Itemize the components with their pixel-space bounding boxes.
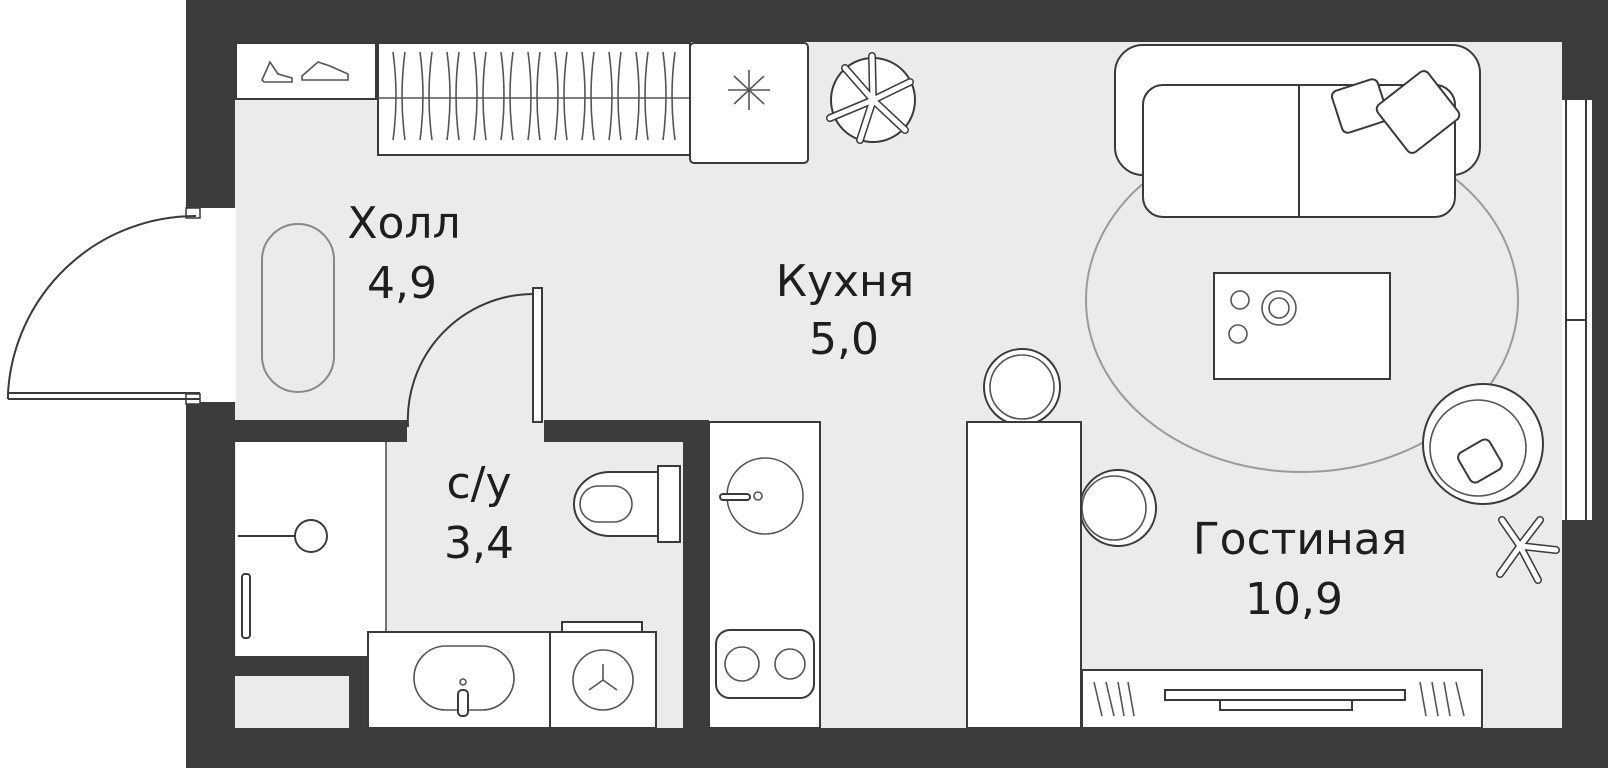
- washing-machine: [549, 621, 657, 729]
- room-name-hall: Холл: [347, 198, 460, 249]
- kitchen-counter: [708, 421, 821, 729]
- shoe-rack: [235, 42, 377, 100]
- dining-table: [966, 348, 1157, 729]
- entrance-door: [7, 207, 236, 405]
- shower: [236, 442, 387, 656]
- bathroom-door: [406, 287, 543, 428]
- armchair: [1422, 383, 1544, 505]
- room-name-bathroom: с/у: [446, 458, 511, 509]
- plant-top: [826, 52, 916, 144]
- sofa: [1114, 44, 1481, 218]
- plant-living: [1496, 516, 1560, 584]
- coffee-table: [1213, 272, 1391, 380]
- room-area-hall: 4,9: [367, 258, 437, 309]
- interior-walls: [235, 420, 709, 728]
- label-hall: Холл 4,9: [347, 198, 460, 309]
- label-living: Гостиная 10,9: [1193, 514, 1407, 625]
- bathroom-sink: [367, 631, 551, 729]
- room-name-kitchen: Кухня: [776, 256, 915, 307]
- window-right: [1562, 100, 1592, 520]
- wardrobe: [377, 42, 691, 156]
- label-bathroom: с/у 3,4: [444, 458, 514, 569]
- room-area-living: 10,9: [1245, 574, 1343, 625]
- toilet: [573, 465, 681, 543]
- boiler-unit: [689, 42, 809, 164]
- tv-stand: [1081, 669, 1483, 729]
- label-kitchen: Кухня 5,0: [776, 256, 915, 365]
- room-area-kitchen: 5,0: [809, 314, 879, 365]
- room-area-bathroom: 3,4: [444, 518, 514, 569]
- hall-mirror: [261, 223, 335, 393]
- room-name-living: Гостиная: [1193, 514, 1407, 565]
